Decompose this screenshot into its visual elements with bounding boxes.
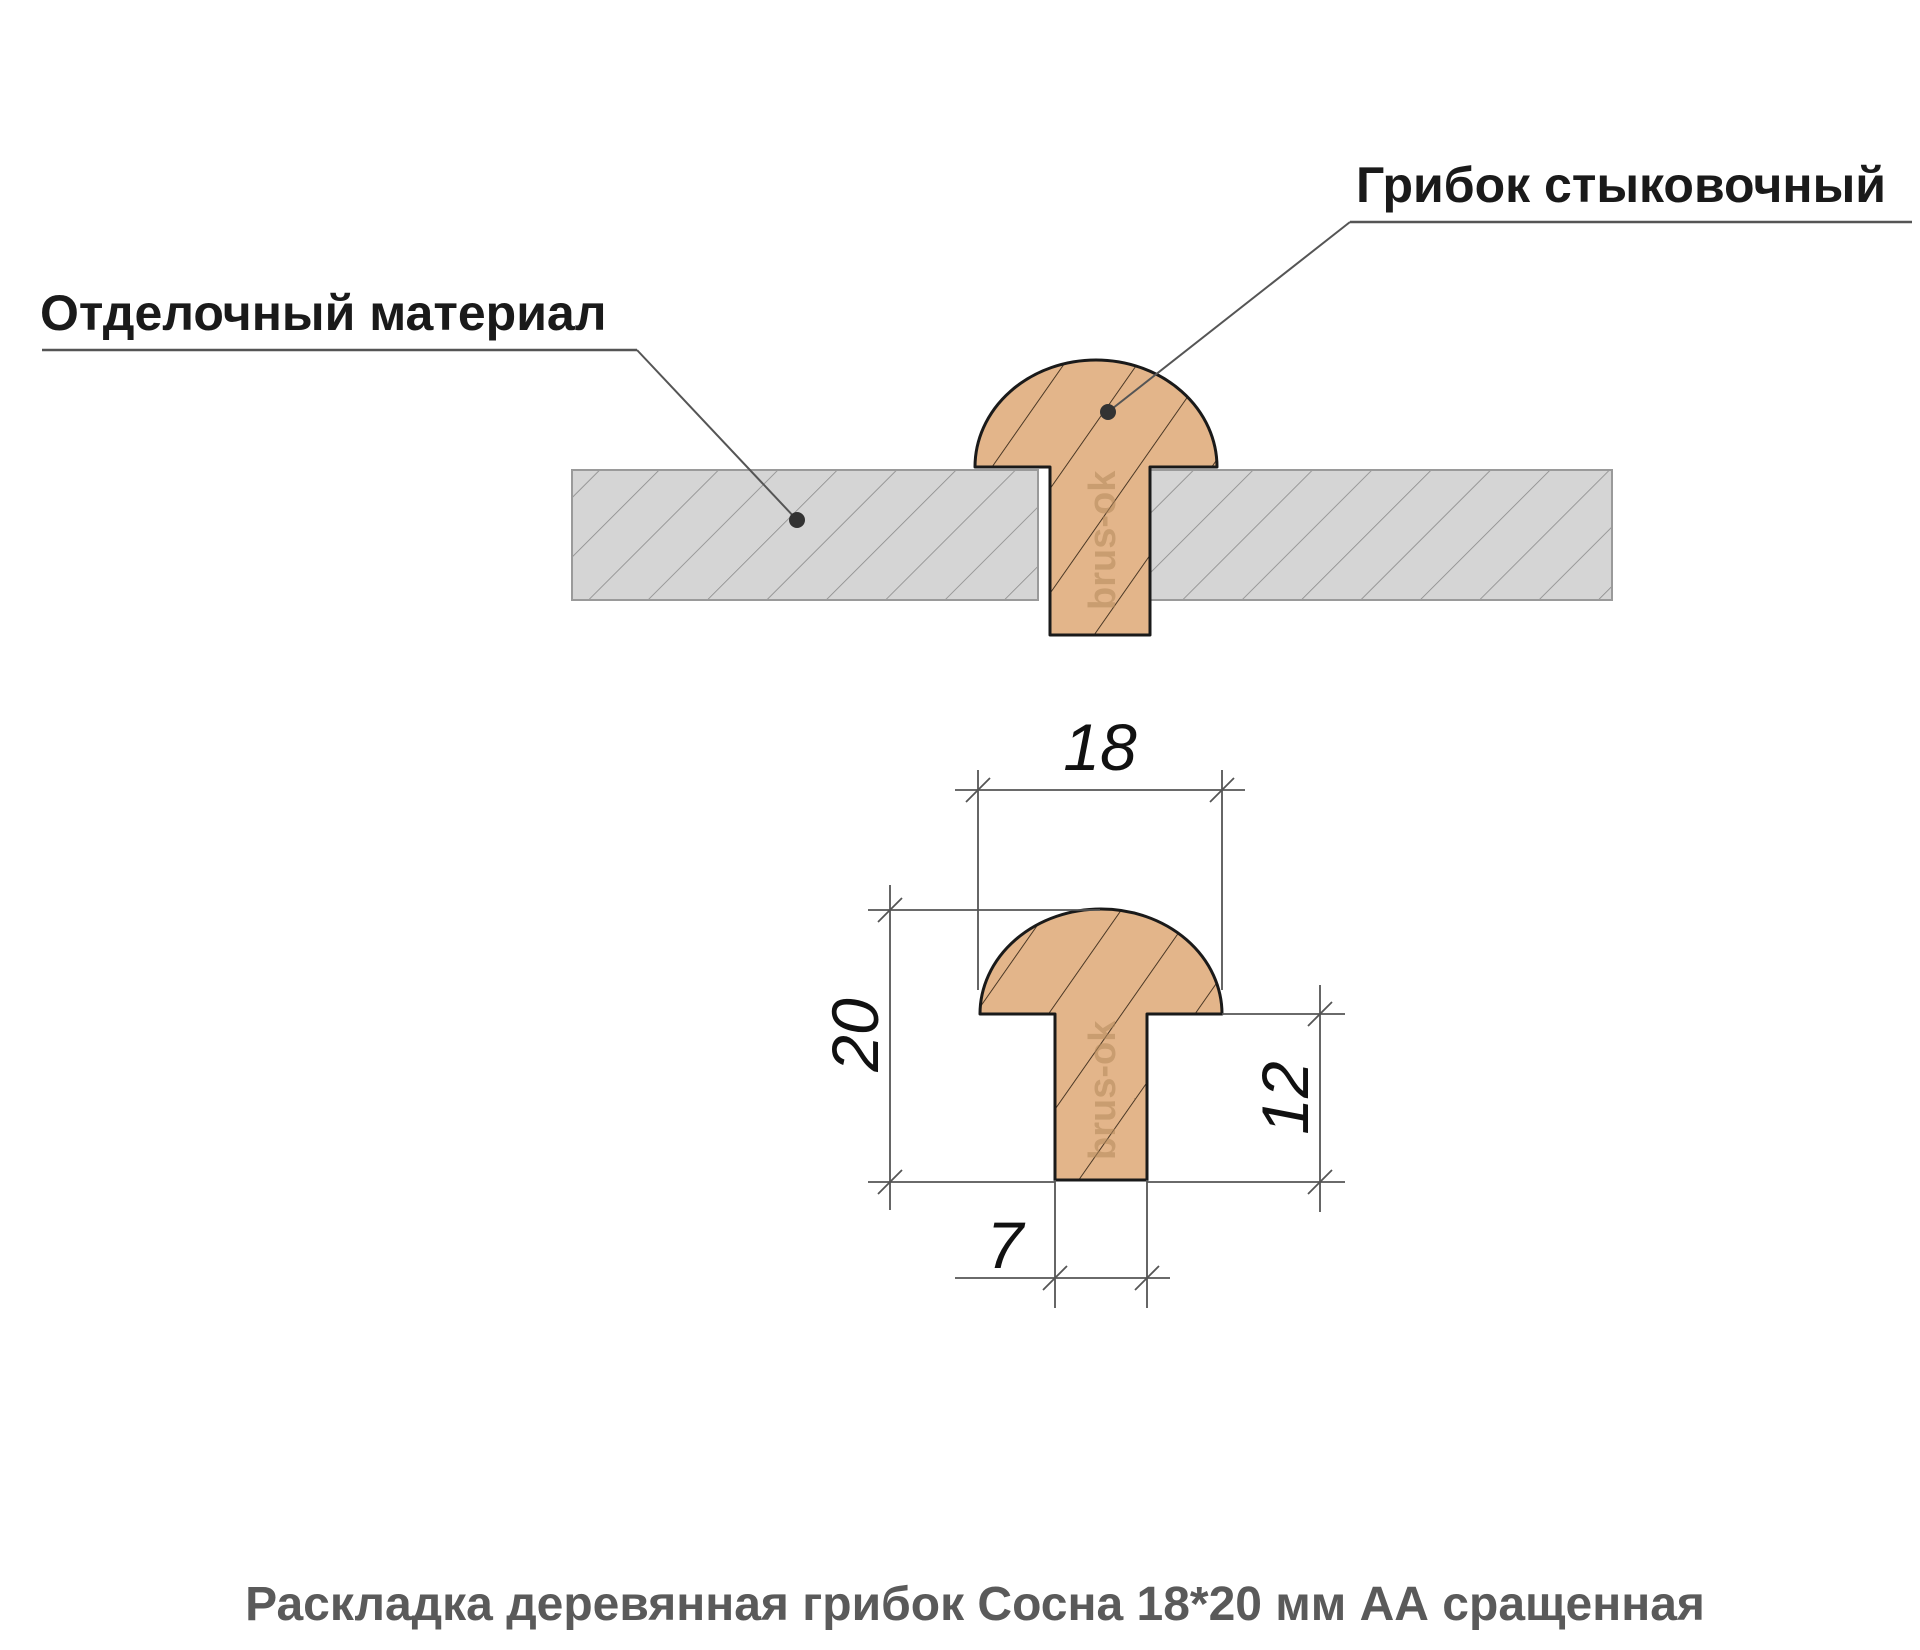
mushroom-profile-installed: [973, 358, 1219, 637]
dimension-stem-width-value: 7: [987, 1208, 1026, 1282]
product-caption: Раскладка деревянная грибок Сосна 18*20 …: [245, 1578, 1705, 1631]
dimension-height-value: 20: [818, 998, 892, 1073]
joining-mushroom-dot: [1100, 404, 1116, 420]
dimension-stem-width: [955, 1180, 1170, 1308]
finishing-board-right: [1145, 469, 1613, 601]
finishing-material-leader: [636, 349, 798, 521]
dimension-stem-height-value: 12: [1248, 1061, 1322, 1134]
dimension-width: [955, 770, 1245, 990]
joining-mushroom-label: Грибок стыковочный: [1356, 157, 1886, 213]
dimension-stem-height: [1147, 985, 1345, 1212]
joining-mushroom-leader: [1107, 221, 1351, 413]
finishing-board-left: [571, 469, 1039, 601]
dimension-width-value: 18: [1063, 710, 1137, 784]
watermark-top: brus-ok: [1082, 470, 1124, 610]
mushroom-profile-section: [978, 907, 1224, 1182]
watermark-bottom: brus-ok: [1082, 1020, 1124, 1160]
finishing-material-label: Отделочный материал: [40, 285, 607, 341]
dimension-height: [868, 885, 1100, 1210]
finishing-material-dot: [789, 512, 805, 528]
assembly-view: brus-ok Отделочный материал Грибок стыко…: [40, 157, 1912, 637]
dimensioned-profile: brus-ok 18 20 12: [818, 710, 1345, 1308]
